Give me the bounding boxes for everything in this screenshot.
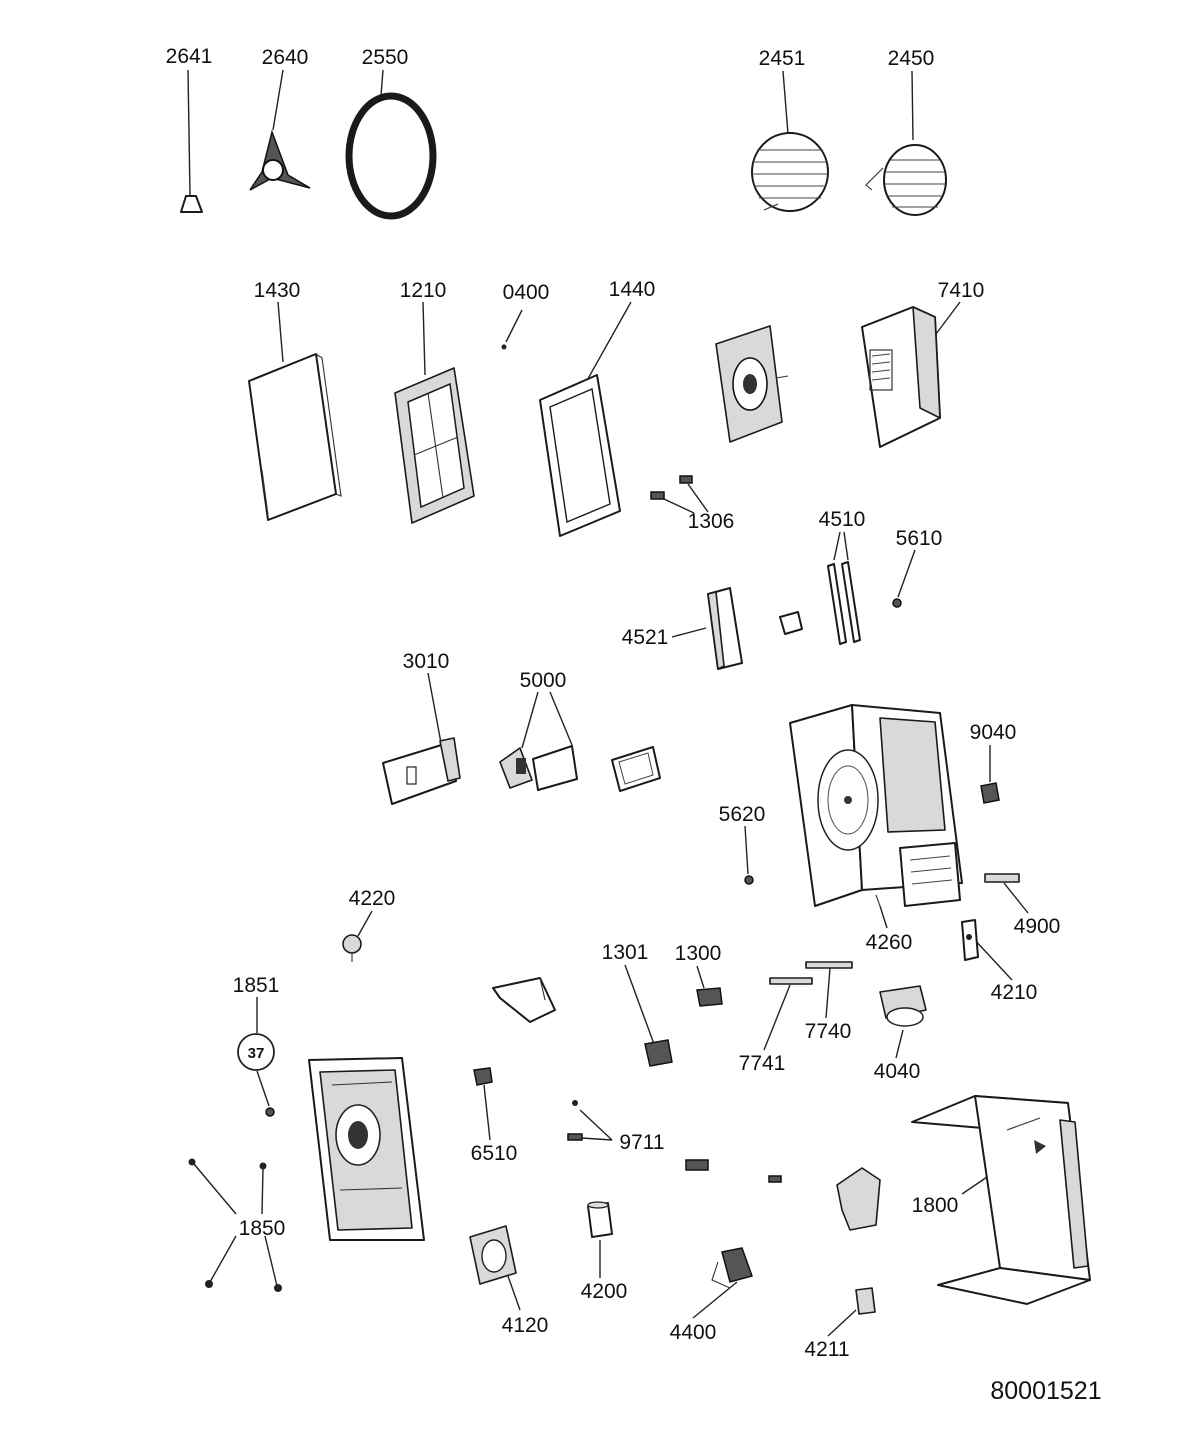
part-4200[interactable] <box>587 1201 613 1278</box>
small-bracket[interactable] <box>779 611 803 635</box>
part-7740[interactable] <box>805 961 853 1019</box>
label-1301: 1301 <box>602 941 649 964</box>
part-3010[interactable] <box>382 672 461 805</box>
label-0400: 0400 <box>503 281 550 304</box>
part-1300[interactable] <box>696 965 723 1007</box>
small-clip[interactable] <box>685 1159 782 1183</box>
label-1440: 1440 <box>609 278 656 301</box>
label-4120: 4120 <box>502 1314 549 1337</box>
part-4400[interactable] <box>692 1247 753 1319</box>
label-4210: 4210 <box>991 981 1038 1004</box>
part-0400[interactable] <box>501 309 523 350</box>
part-2640[interactable] <box>249 69 311 191</box>
part-4510[interactable] <box>827 531 861 645</box>
part-1800[interactable] <box>911 1095 1091 1305</box>
label-5000: 5000 <box>520 669 567 692</box>
part-1850[interactable] <box>188 1158 283 1293</box>
label-4400: 4400 <box>670 1321 717 1344</box>
label-4200: 4200 <box>581 1280 628 1303</box>
label-1306: 1306 <box>688 510 735 533</box>
control-panel[interactable] <box>715 325 789 443</box>
part-1851[interactable] <box>237 997 275 1117</box>
label-5620: 5620 <box>719 803 766 826</box>
part-1301[interactable] <box>624 964 673 1067</box>
label-1300: 1300 <box>675 942 722 965</box>
label-3010: 3010 <box>403 650 450 673</box>
part-4210[interactable] <box>961 919 1013 981</box>
part-4900[interactable] <box>984 873 1029 914</box>
part-labels: 2641 2640 2550 2451 2450 1430 1210 0400 … <box>166 45 1102 1405</box>
label-1210: 1210 <box>400 279 447 302</box>
label-4220: 4220 <box>349 887 396 910</box>
part-2450[interactable] <box>865 70 947 216</box>
label-4510: 4510 <box>819 508 866 531</box>
label-1800: 1800 <box>912 1194 959 1217</box>
label-4211: 4211 <box>804 1338 849 1361</box>
part-5610[interactable] <box>892 549 916 608</box>
fan-shroud[interactable] <box>836 1167 881 1231</box>
oven-cavity[interactable] <box>789 704 963 907</box>
part-4521[interactable] <box>671 587 743 670</box>
label-7740: 7740 <box>805 1020 852 1043</box>
label-4260: 4260 <box>866 931 913 954</box>
part-1210[interactable] <box>394 301 475 524</box>
part-5000[interactable] <box>499 691 578 791</box>
label-7410: 7410 <box>938 279 985 302</box>
part-9711[interactable] <box>567 1100 613 1141</box>
label-4900: 4900 <box>1014 915 1061 938</box>
label-1851: 1851 <box>233 974 280 997</box>
label-4040: 4040 <box>874 1060 921 1083</box>
label-2451: 2451 <box>759 47 806 70</box>
part-4120[interactable] <box>469 1225 521 1311</box>
part-2550[interactable] <box>345 69 437 220</box>
part-1440[interactable] <box>539 301 632 537</box>
label-2550: 2550 <box>362 46 409 69</box>
part-1430[interactable] <box>248 301 342 521</box>
part-7741[interactable] <box>763 977 813 1051</box>
label-6510: 6510 <box>471 1142 518 1165</box>
label-2450: 2450 <box>888 47 935 70</box>
part-4260[interactable] <box>875 894 888 929</box>
diagram-number: 80001521 <box>990 1377 1101 1405</box>
part-2451[interactable] <box>751 70 829 212</box>
label-1430: 1430 <box>254 279 301 302</box>
part-7410[interactable] <box>861 301 961 448</box>
part-9040[interactable] <box>980 745 1000 804</box>
label-badge: 37 <box>248 1045 265 1062</box>
label-9711: 9711 <box>619 1131 664 1154</box>
mounting-bracket[interactable] <box>492 977 556 1023</box>
label-2641: 2641 <box>166 45 213 68</box>
part-4211[interactable] <box>827 1287 876 1337</box>
part-2641[interactable] <box>180 69 203 213</box>
label-5610: 5610 <box>896 527 943 550</box>
part-4220[interactable] <box>342 910 373 962</box>
label-1850: 1850 <box>239 1217 286 1240</box>
label-4521: 4521 <box>622 626 669 649</box>
part-5620[interactable] <box>744 825 754 885</box>
part-4040[interactable] <box>879 985 927 1059</box>
circuit-board-plate[interactable] <box>611 746 661 792</box>
label-7741: 7741 <box>739 1052 786 1075</box>
base-plate[interactable] <box>308 1057 425 1241</box>
part-6510[interactable] <box>473 1067 493 1141</box>
label-2640: 2640 <box>262 46 309 69</box>
part-1306[interactable] <box>650 475 709 514</box>
label-9040: 9040 <box>970 721 1017 744</box>
